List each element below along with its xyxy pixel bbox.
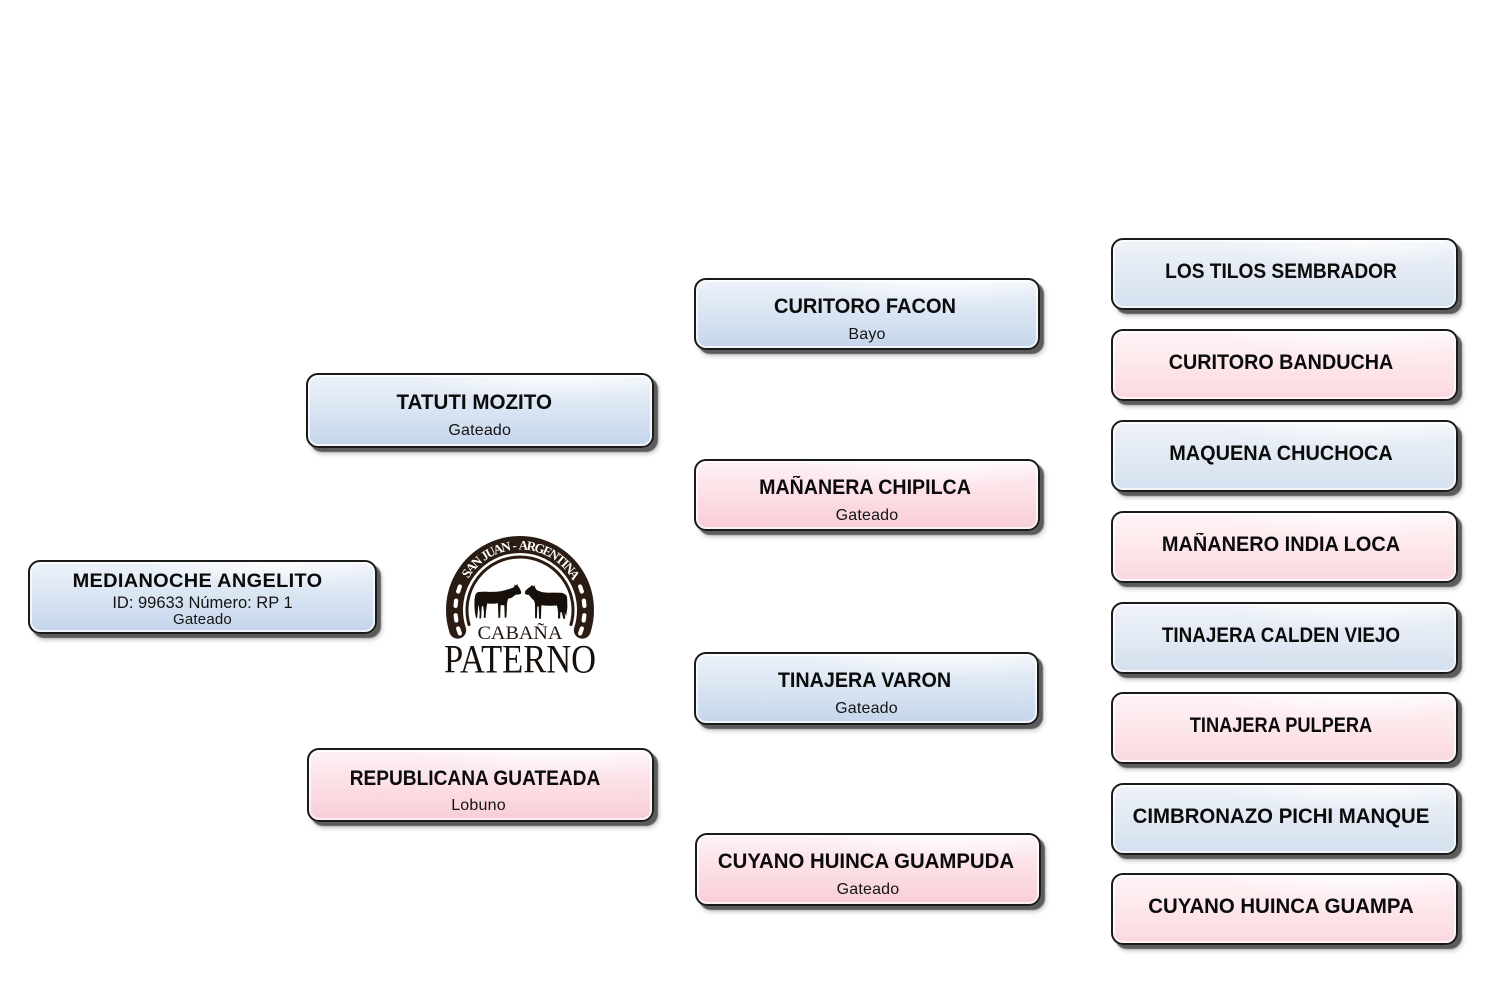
svg-text:A: A xyxy=(518,537,529,552)
svg-text:-: - xyxy=(512,538,518,553)
svg-text:CABAÑA: CABAÑA xyxy=(478,622,563,644)
svg-text:R: R xyxy=(526,538,539,555)
svg-text:G: G xyxy=(533,539,547,556)
svg-text:N: N xyxy=(500,538,513,555)
svg-text:PATERNO: PATERNO xyxy=(444,637,596,678)
